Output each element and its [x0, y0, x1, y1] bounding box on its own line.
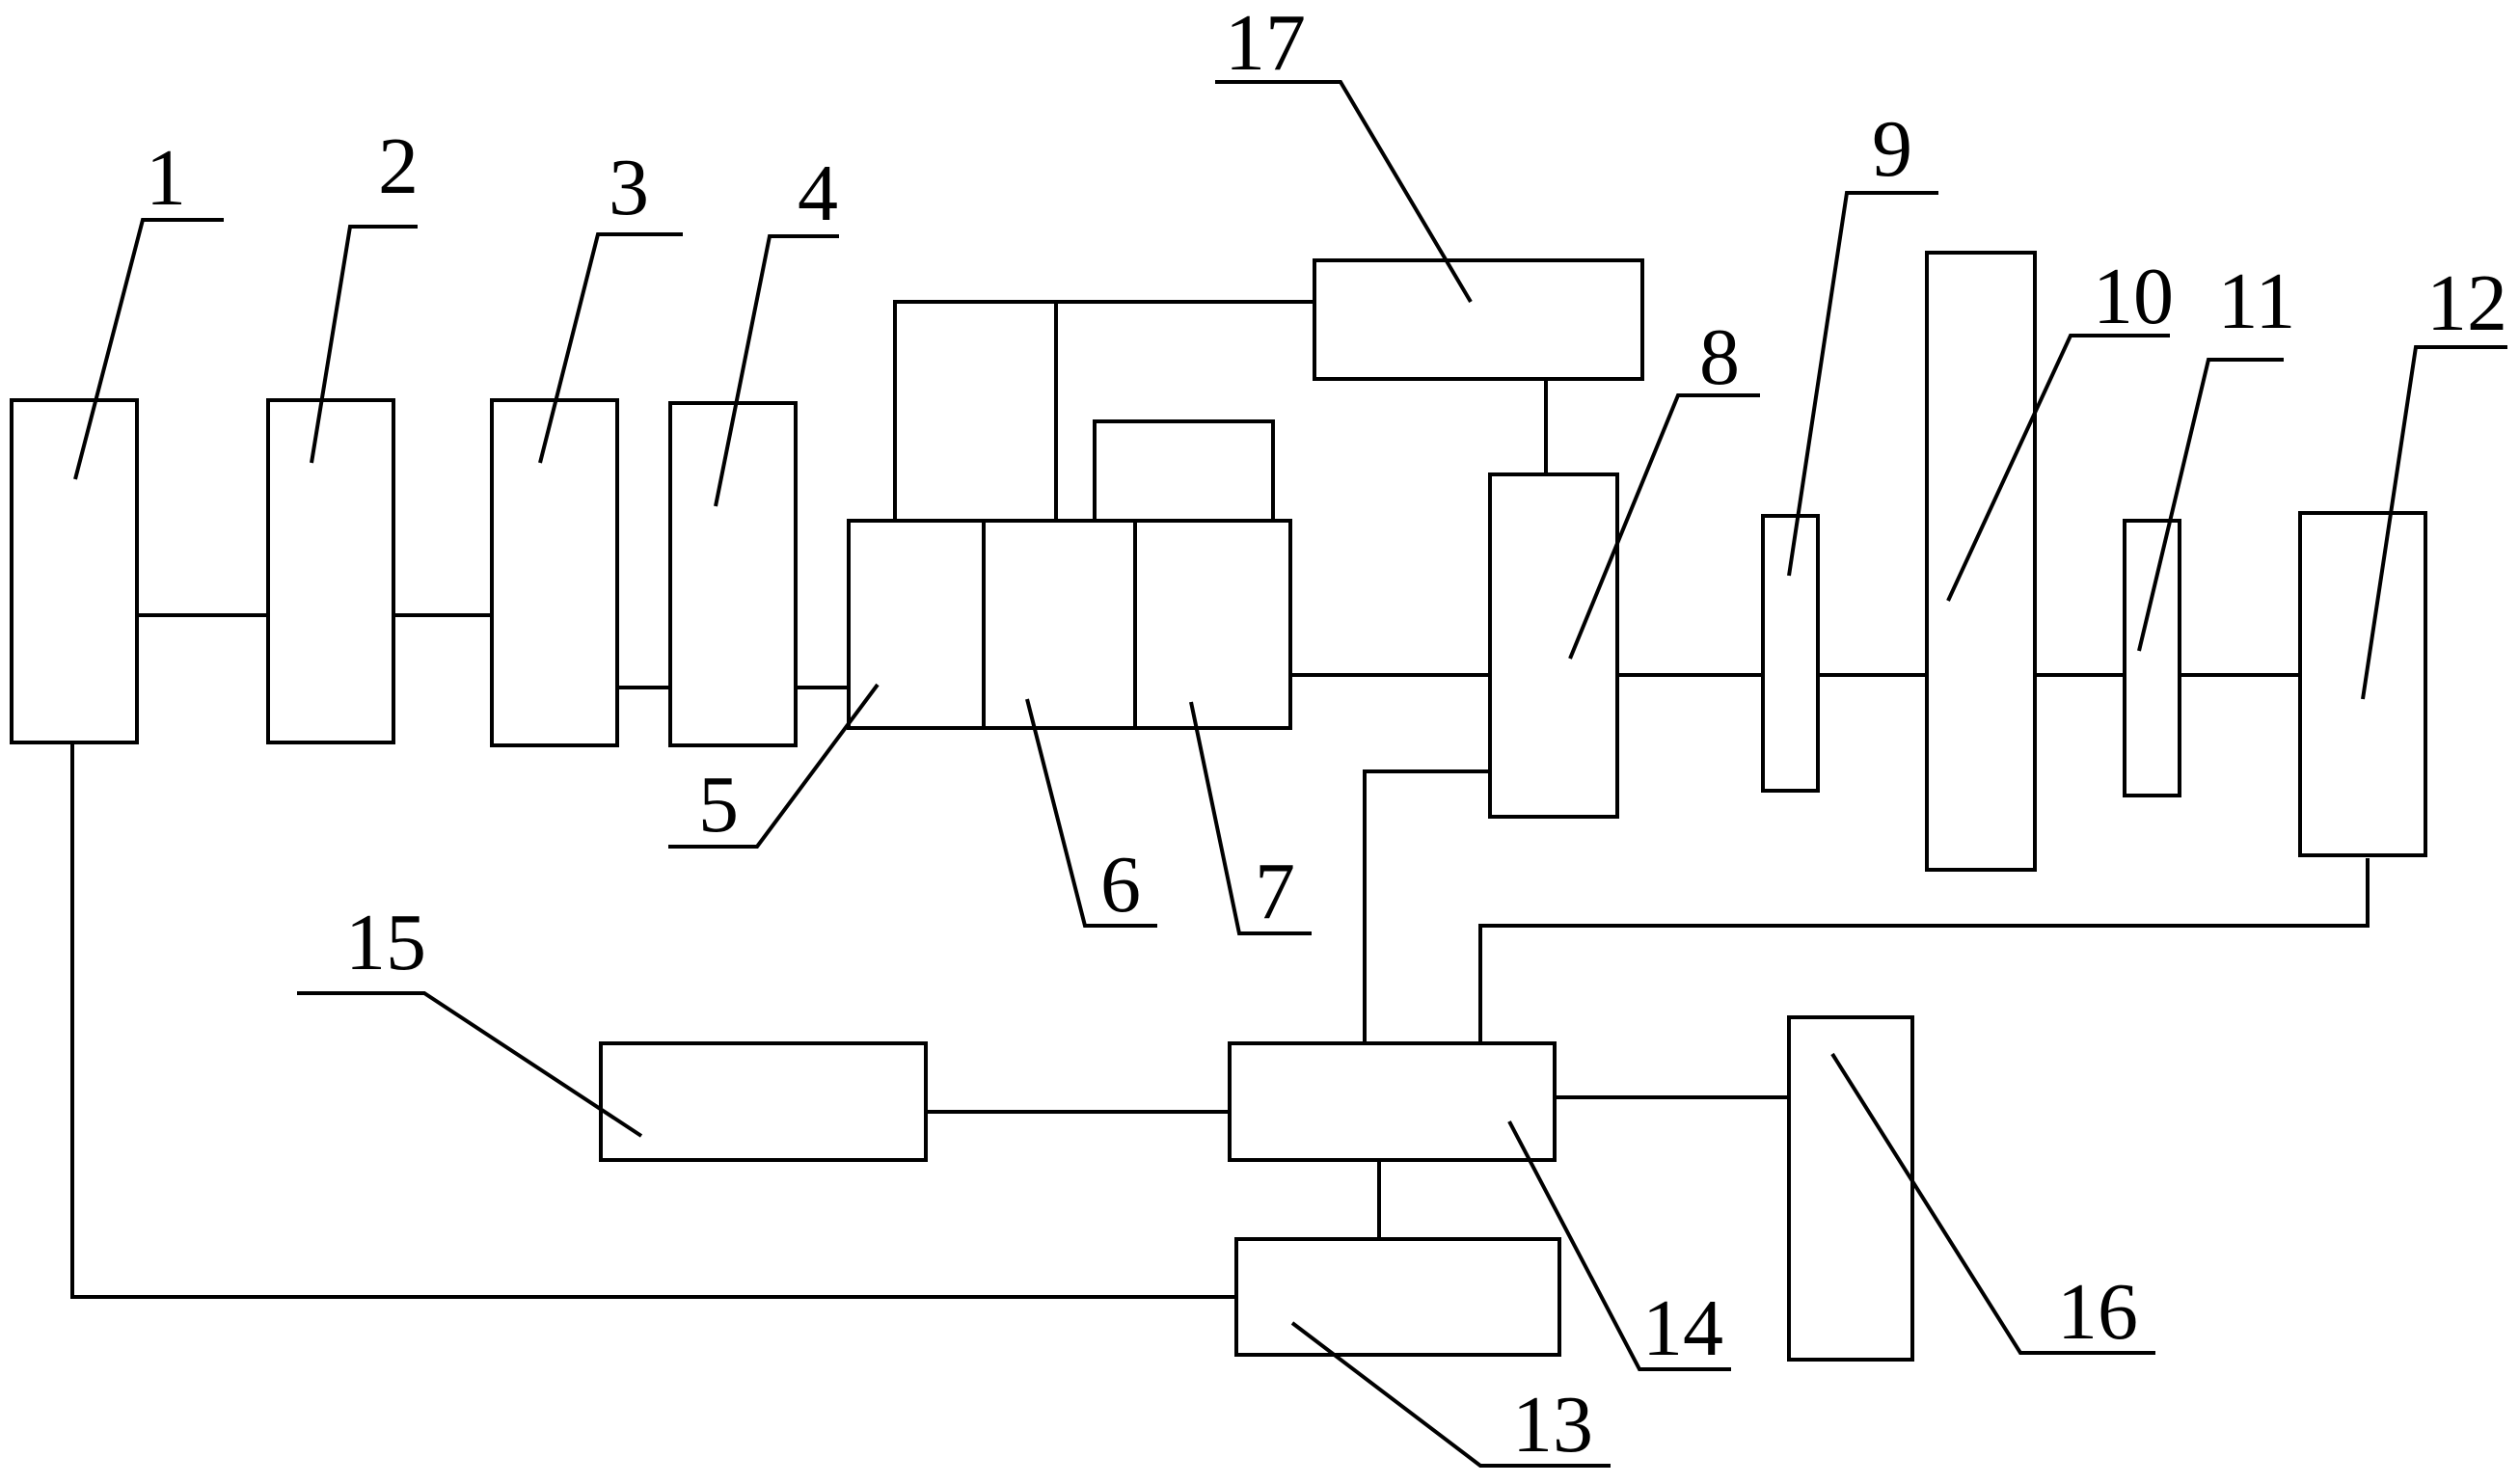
leader-13	[1290, 1321, 1611, 1468]
label-6: 6	[1100, 840, 1141, 930]
block-15	[599, 1041, 928, 1162]
connections	[70, 300, 2370, 1299]
block-13	[1234, 1237, 1561, 1357]
label-15: 15	[345, 898, 426, 987]
leader-2	[310, 225, 418, 464]
leader-8	[1568, 393, 1760, 660]
wire-8-14	[1363, 769, 1490, 1043]
label-11: 11	[2218, 256, 2296, 346]
label-4: 4	[798, 148, 838, 238]
leader-15	[297, 991, 643, 1138]
wire-1-13	[70, 742, 1236, 1299]
block-2	[266, 398, 395, 744]
label-8: 8	[1699, 312, 1740, 402]
label-13: 13	[1512, 1380, 1593, 1470]
leader-lines	[73, 80, 2507, 1468]
block-4	[668, 401, 798, 747]
leader-7	[1189, 701, 1312, 935]
leader-3	[538, 232, 683, 464]
label-1: 1	[146, 133, 186, 223]
leader-6	[1025, 698, 1157, 928]
block-11	[2123, 519, 2181, 797]
label-12: 12	[2426, 258, 2507, 348]
block-7	[1133, 519, 1292, 730]
label-17: 17	[1225, 0, 1306, 88]
label-9: 9	[1872, 104, 1912, 194]
leader-5	[668, 683, 880, 849]
block-1	[10, 398, 139, 744]
label-2: 2	[378, 121, 419, 211]
block-17	[1313, 258, 1644, 381]
leader-9	[1787, 191, 1938, 577]
block-3	[490, 398, 619, 747]
label-5: 5	[698, 760, 739, 850]
leader-1	[73, 218, 224, 480]
leader-17	[1215, 80, 1473, 304]
block-5	[847, 519, 986, 730]
block-8	[1488, 472, 1619, 819]
label-14: 14	[1642, 1283, 1723, 1373]
wire-12-14	[1478, 858, 2370, 1043]
label-3: 3	[609, 143, 649, 232]
block-14	[1228, 1041, 1557, 1162]
leader-16	[1830, 1052, 2155, 1355]
block-12	[2298, 511, 2427, 857]
reference-numerals: 1 2 3 4 5 6 7 8 9 10 11 12 13 14 15 16 1…	[146, 0, 2507, 1470]
leader-12	[2361, 345, 2507, 700]
block-16	[1787, 1015, 1914, 1362]
leader-10	[1946, 334, 2170, 602]
wire-5-17	[893, 300, 1314, 521]
bracket-7	[1093, 419, 1275, 521]
leader-11	[2137, 358, 2284, 652]
leader-4	[714, 234, 839, 507]
blocks	[10, 251, 2427, 1362]
label-7: 7	[1255, 847, 1295, 936]
block-6	[982, 519, 1137, 730]
block-10	[1925, 251, 2037, 872]
label-16: 16	[2057, 1267, 2138, 1357]
label-10: 10	[2093, 252, 2174, 341]
leader-14	[1507, 1120, 1731, 1371]
